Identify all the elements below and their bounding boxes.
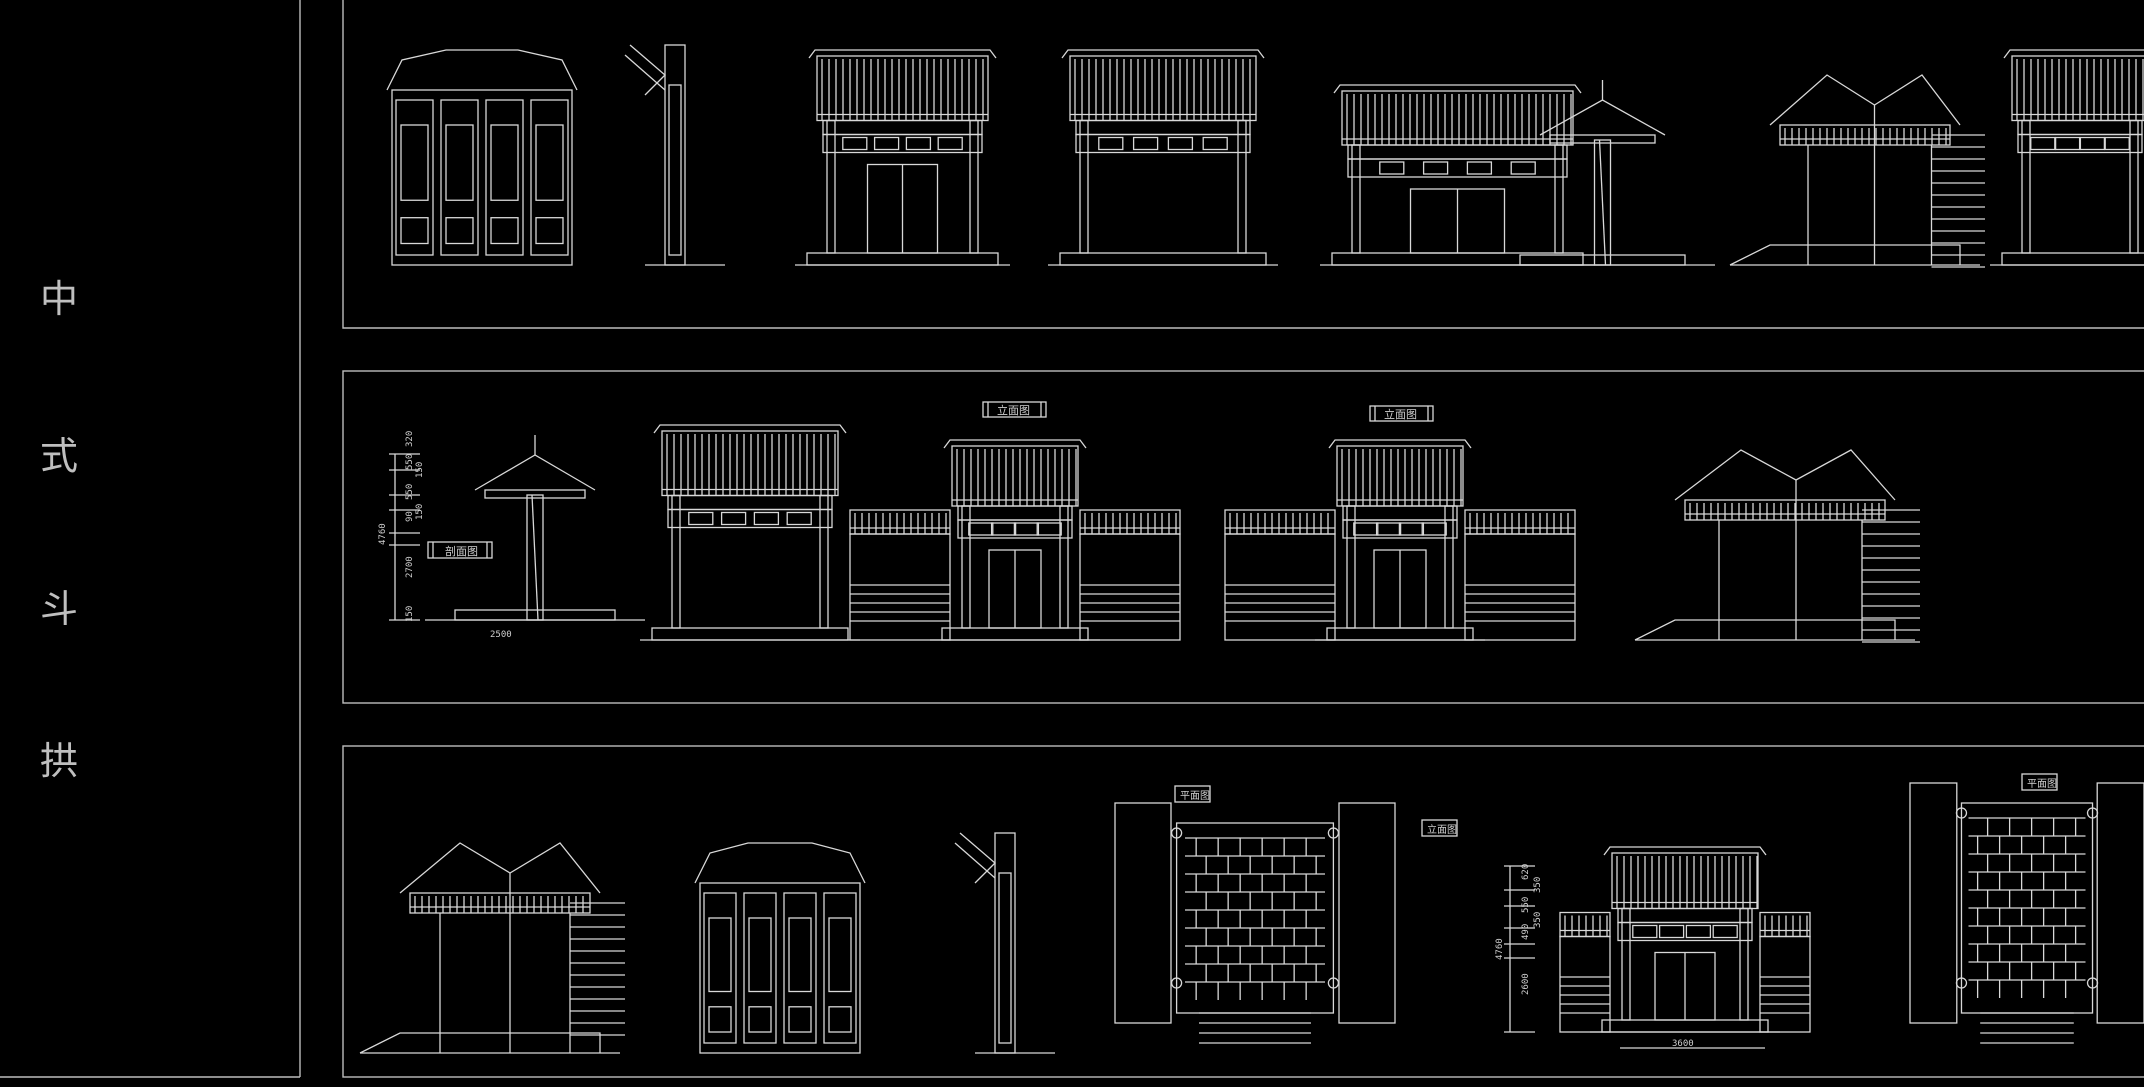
label-text: 立面图 [1384,407,1417,421]
label-elevation: 立面图 [1421,819,1458,837]
label-plan: 平面图 [1174,785,1211,803]
dim-text: 150 [415,462,425,478]
sheet-frame-row-3 [342,745,2144,1078]
gate-partial-drawing [1990,49,2144,266]
dim-text: 550 [405,454,415,470]
label-section: 剖面图 [427,541,493,559]
dim-text: 3600 [1672,1039,1694,1049]
dim-text: 2500 [490,630,512,640]
dim-text: 550 [1521,897,1531,913]
gate-elevation-wall-drawing [1224,439,1576,641]
pole-section-drawing [425,435,645,621]
open-gate-drawing [1048,49,1278,266]
dimension-gate-elevation: 4760 620 350 550 350 490 2600 3600 [1495,864,1694,1049]
dim-text: 4760 [378,523,388,545]
pole-section-drawing [1490,80,1715,266]
label-plan: 平面图 [2021,773,2058,791]
dim-text: 4760 [1495,938,1505,960]
dim-text: 2600 [1521,973,1531,995]
dim-text: 2700 [405,556,415,578]
gate-plan-drawing [1909,782,2144,1044]
title-char: 式 [40,434,79,478]
gate-section-drawing [1634,449,1920,643]
label-text: 剖面图 [445,544,478,558]
dim-text: 620 [1521,864,1531,880]
dim-text: 350 [1533,912,1543,928]
label-text: 立面图 [1427,823,1457,836]
title-char: 中 [40,277,79,321]
dim-text: 490 [1521,924,1531,940]
door-elevation-drawing [386,49,578,266]
dim-text: 90 [405,511,415,522]
gate-elevation-wall-drawing [1559,846,1811,1033]
label-text: 平面图 [2027,778,2057,790]
bracket-side-drawing [954,832,1055,1054]
bracket-side-drawing [624,44,725,266]
label-text: 立面图 [997,403,1030,417]
label-text: 平面图 [1180,790,1210,802]
gate-elevation-wall-drawing [849,439,1181,641]
gate-elevation-drawing [640,424,860,641]
label-elevation: 立面图 [1369,405,1434,422]
sheet-frame-row-1 [342,0,2144,329]
title-char: 拱 [40,739,79,783]
door-elevation-drawing [694,842,866,1054]
sheet-frame-row-2 [342,370,2144,704]
dimension-pole-section: 4760 550 550 2700 90 150 150 150 320 250… [378,431,512,640]
gate-section-drawing [1729,74,1985,268]
dim-text: 150 [405,606,415,622]
gate-elevation-drawing [795,49,1010,266]
dim-text: 350 [1533,877,1543,893]
title-char: 斗 [40,587,79,631]
dimension-lines [1504,865,1535,1033]
gate-plan-drawing [1114,802,1396,1044]
dim-text: 320 [405,431,415,447]
gate-elevation-drawing [1320,84,1595,266]
dim-text: 550 [405,484,415,500]
dim-text: 150 [415,504,425,520]
label-elevation: 立面图 [982,401,1047,418]
dimension-lines [389,453,420,621]
roof-gate-drawing [359,842,625,1054]
